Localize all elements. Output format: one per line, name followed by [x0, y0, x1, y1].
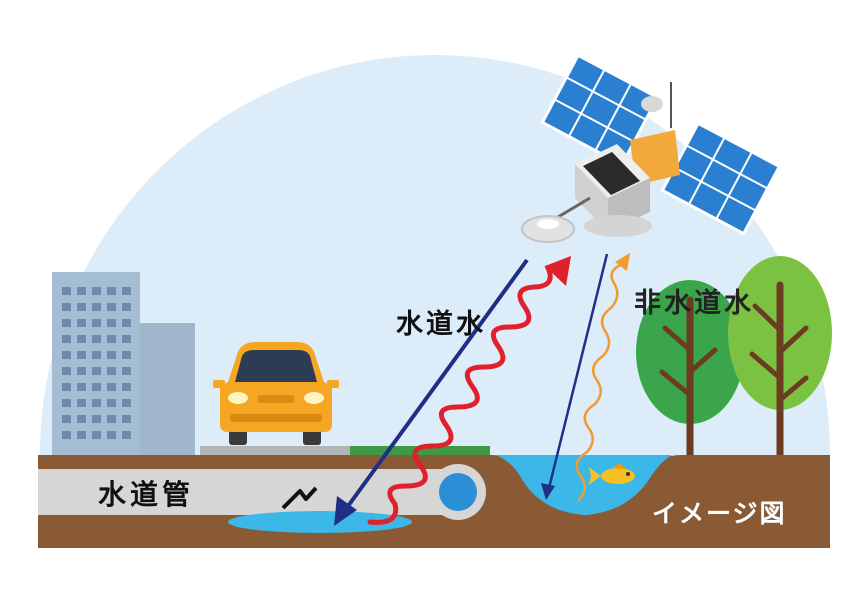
leak-crack-icon [281, 486, 318, 510]
road-strip [200, 446, 350, 455]
reflected-signal-nontap [575, 253, 630, 502]
pipe-opening [439, 473, 477, 511]
grass-strip [350, 446, 490, 455]
satellite-icon [521, 53, 782, 243]
image-note-label: イメージ図 [652, 499, 787, 528]
leak-puddle [228, 511, 412, 533]
tap-water-label: 水道水 [396, 309, 486, 340]
water-pipe-label: 水道管 [98, 478, 195, 511]
building-icon [52, 272, 195, 455]
fish-icon [589, 463, 635, 485]
reflected-signal-tap [367, 256, 571, 525]
incoming-signal-nontap [541, 253, 609, 500]
tree-icon [636, 256, 832, 459]
car-icon [213, 342, 339, 445]
non-tap-water-label: 非水道水 [634, 288, 754, 319]
incoming-signal-tap [334, 258, 529, 526]
